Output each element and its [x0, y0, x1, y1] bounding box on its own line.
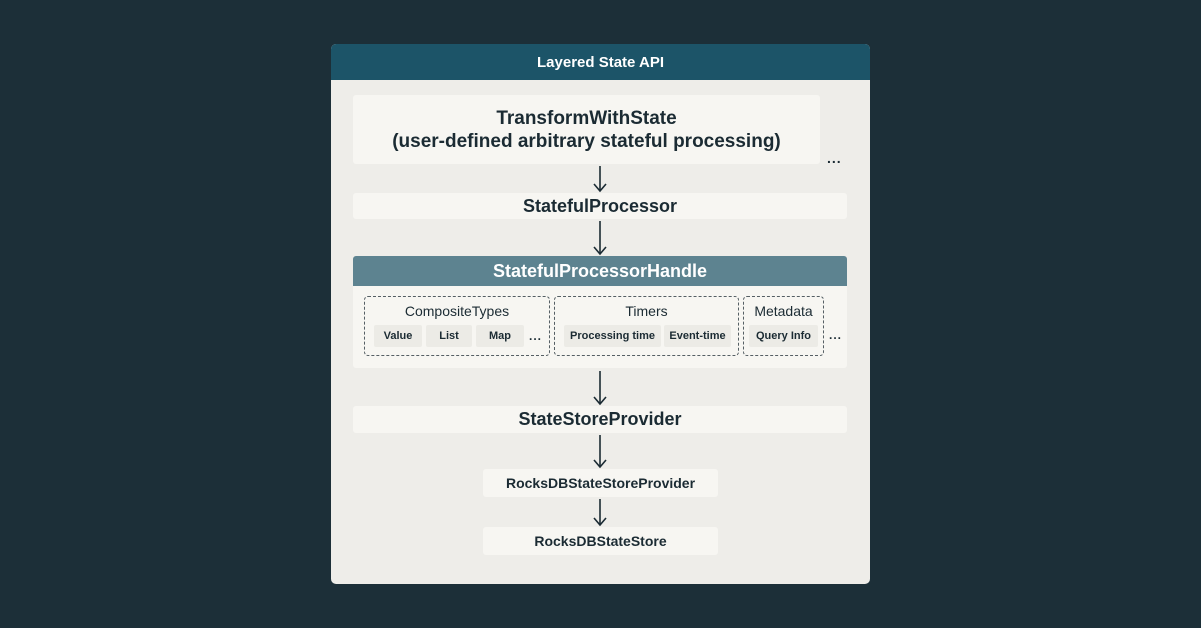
- metadata-group: Metadata Query Info: [743, 296, 824, 356]
- arrow-down-icon: [593, 166, 607, 193]
- stateful-processor-box: StatefulProcessor: [353, 193, 847, 219]
- processing-time-chip: Processing time: [564, 325, 661, 347]
- query-info-chip: Query Info: [749, 325, 818, 347]
- map-chip: Map: [476, 325, 524, 347]
- metadata-title: Metadata: [754, 303, 813, 319]
- handle-more-ellipsis: ...: [829, 328, 843, 342]
- stateful-processor-label: StatefulProcessor: [522, 195, 678, 216]
- rocksdb-state-store-provider-box: RocksDBStateStoreProvider: [483, 469, 718, 497]
- stateful-processor-handle-box: StatefulProcessorHandle CompositeTypes V…: [353, 256, 847, 368]
- layered-state-api-panel: Layered State API TransformWithState (us…: [331, 44, 870, 584]
- panel-title: Layered State API: [331, 44, 870, 80]
- transform-with-state-subtitle: (user-defined arbitrary stateful process…: [392, 130, 781, 152]
- state-store-provider-box: StateStoreProvider: [353, 406, 847, 433]
- state-store-provider-label: StateStoreProvider: [518, 409, 682, 429]
- arrow-down-icon: [593, 499, 607, 527]
- composite-types-group: CompositeTypes Value List Map ...: [364, 296, 550, 356]
- stateful-processor-handle-title: StatefulProcessorHandle: [353, 256, 847, 286]
- value-chip: Value: [374, 325, 422, 347]
- rocksdb-state-store-label: RocksDBStateStore: [534, 533, 667, 549]
- timers-group: Timers Processing time Event-time: [554, 296, 739, 356]
- arrow-down-icon: [593, 221, 607, 256]
- arrow-down-icon: [593, 435, 607, 469]
- event-time-chip: Event-time: [664, 325, 731, 347]
- composite-more-ellipsis: ...: [529, 329, 543, 343]
- transform-more-ellipsis: ...: [827, 150, 842, 166]
- rocksdb-state-store-provider-label: RocksDBStateStoreProvider: [505, 475, 696, 491]
- list-chip: List: [426, 325, 472, 347]
- timers-title: Timers: [625, 303, 668, 319]
- transform-with-state-box: TransformWithState (user-defined arbitra…: [353, 95, 820, 164]
- composite-types-title: CompositeTypes: [404, 303, 510, 319]
- arrow-down-icon: [593, 371, 607, 406]
- transform-with-state-title: TransformWithState: [496, 107, 677, 129]
- rocksdb-state-store-box: RocksDBStateStore: [483, 527, 718, 555]
